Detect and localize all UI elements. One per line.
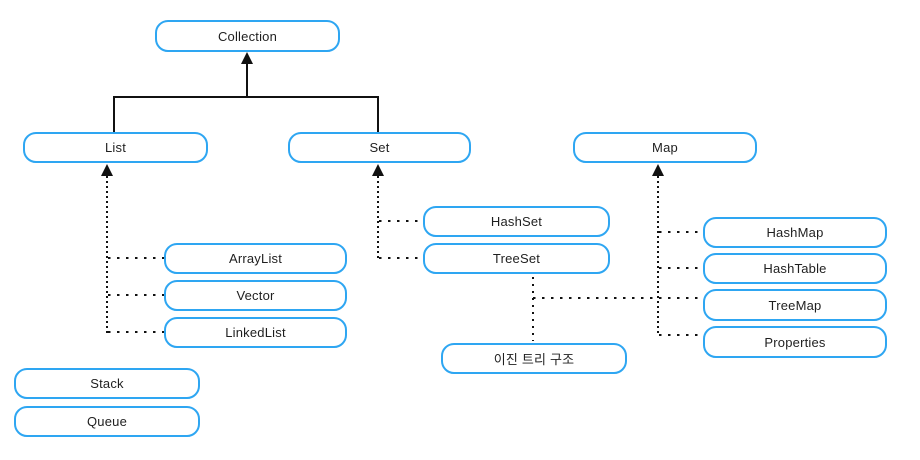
- hashmap-dotted-connector: [659, 231, 703, 233]
- hashtable-dotted-connector: [659, 267, 703, 269]
- node-queue-label: Queue: [86, 414, 128, 429]
- hashset-dotted-connector: [379, 220, 423, 222]
- map-arrowhead-icon: [652, 164, 664, 176]
- trunk-right-vertical-line: [377, 96, 379, 133]
- set-arrowhead-icon: [372, 164, 384, 176]
- node-linkedlist: LinkedList: [164, 317, 347, 348]
- node-binary-tree-structure: 이진 트리 구조: [441, 343, 627, 374]
- trunk-horizontal-line: [113, 96, 379, 98]
- linkedlist-dotted-connector: [108, 331, 164, 333]
- node-properties: Properties: [703, 326, 887, 358]
- node-arraylist: ArrayList: [164, 243, 347, 274]
- node-list-label: List: [104, 140, 127, 155]
- node-map-label: Map: [652, 140, 678, 155]
- node-vector-label: Vector: [236, 288, 275, 303]
- node-arraylist-label: ArrayList: [228, 251, 283, 266]
- node-hashmap: HashMap: [703, 217, 887, 248]
- node-treemap: TreeMap: [703, 289, 887, 321]
- node-set: Set: [288, 132, 471, 163]
- properties-dotted-connector: [659, 334, 703, 336]
- node-binary-tree-structure-label: 이진 트리 구조: [493, 352, 575, 367]
- node-hashset: HashSet: [423, 206, 610, 237]
- treeset-dotted-connector: [379, 257, 423, 259]
- list-dotted-vertical-line: [106, 176, 108, 333]
- node-map: Map: [573, 132, 757, 163]
- node-treeset: TreeSet: [423, 243, 610, 274]
- vector-dotted-connector: [108, 294, 164, 296]
- node-set-label: Set: [369, 140, 390, 155]
- node-properties-label: Properties: [764, 334, 826, 350]
- node-hashmap-label: HashMap: [766, 225, 824, 240]
- collection-arrow-shaft: [246, 63, 248, 97]
- node-linkedlist-label: LinkedList: [225, 325, 286, 340]
- set-dotted-vertical-line: [377, 176, 379, 259]
- node-stack: Stack: [14, 368, 200, 399]
- node-hashtable-label: HashTable: [763, 261, 827, 276]
- node-treeset-label: TreeSet: [492, 251, 541, 266]
- trunk-left-vertical-line: [113, 96, 115, 133]
- list-arrowhead-icon: [101, 164, 113, 176]
- node-vector: Vector: [164, 280, 347, 311]
- node-collection: Collection: [155, 20, 340, 52]
- treeset-treemap-dotted-line: [533, 297, 703, 299]
- node-hashset-label: HashSet: [490, 214, 543, 229]
- map-dotted-vertical-line: [657, 176, 659, 336]
- node-collection-label: Collection: [217, 28, 278, 44]
- node-list: List: [23, 132, 208, 163]
- treeset-binarytree-dotted-line: [532, 277, 534, 341]
- node-stack-label: Stack: [90, 376, 124, 391]
- node-queue: Queue: [14, 406, 200, 437]
- arraylist-dotted-connector: [108, 257, 164, 259]
- node-treemap-label: TreeMap: [768, 297, 822, 313]
- node-hashtable: HashTable: [703, 253, 887, 284]
- collection-arrowhead-icon: [241, 52, 253, 64]
